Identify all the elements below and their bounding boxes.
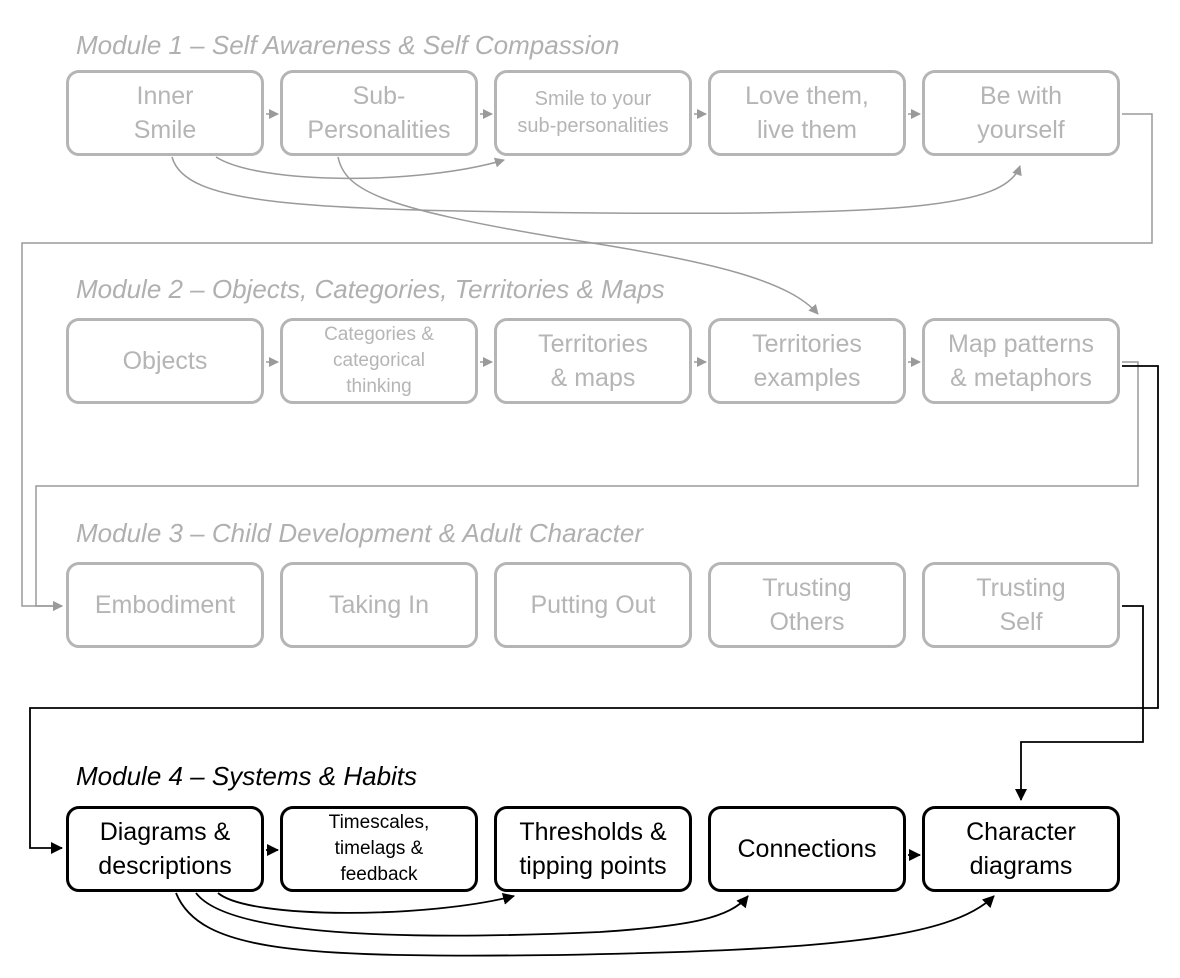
module-4-box-connections[interactable]: Connections — [708, 806, 906, 892]
box-label: Embodiment — [94, 591, 236, 619]
m1-arc-inner-smile-to-smile-sub — [215, 156, 505, 180]
module-2-box-objects[interactable]: Objects — [66, 318, 264, 404]
m1-to-m3-connector — [21, 113, 1153, 611]
box-label: Timescales,timelags &feedback — [328, 812, 430, 885]
module-3-box-putting-out[interactable]: Putting Out — [494, 562, 692, 648]
box-label: Sub-Personalities — [307, 82, 451, 144]
box-label: Diagrams &descriptions — [98, 818, 232, 880]
m4-arc-diagrams-to-thresholds — [217, 892, 515, 914]
box-label: Thresholds &tipping points — [519, 818, 667, 880]
m1-arc-sub-pers-to-territories-examples — [337, 156, 819, 315]
module-4-box-timescales[interactable]: Timescales,timelags &feedback — [280, 806, 478, 892]
box-label: Territories& maps — [538, 330, 648, 392]
module-3-box-taking-in[interactable]: Taking In — [280, 562, 478, 648]
m2-to-m4-connector — [29, 365, 1159, 854]
module-4-title: Module 4 – Systems & Habits — [76, 761, 418, 791]
m4-arc-diagrams-to-connections — [195, 892, 749, 937]
box-label: Objects — [122, 347, 208, 375]
module-2-box-map-patterns[interactable]: Map patterns& metaphors — [922, 318, 1120, 404]
module-1-title: Module 1 – Self Awareness & Self Compass… — [76, 30, 620, 60]
m2-to-m3-connector — [35, 361, 1139, 611]
module-1-box-love-them[interactable]: Love them,live them — [708, 70, 906, 156]
box-label: Connections — [737, 835, 877, 863]
box-label: Taking In — [328, 591, 430, 619]
module-3-title: Module 3 – Child Development & Adult Cha… — [76, 518, 643, 548]
m1-arc-inner-smile-to-be-with — [171, 156, 1022, 215]
m4-arc-diagrams-to-character — [175, 892, 995, 957]
module-2-title: Module 2 – Objects, Categories, Territor… — [76, 274, 665, 304]
module-1-box-sub-personalities[interactable]: Sub-Personalities — [280, 70, 478, 156]
module-4-box-thresholds[interactable]: Thresholds &tipping points — [494, 806, 692, 892]
module-2-box-territories-maps[interactable]: Territories& maps — [494, 318, 692, 404]
box-label: Map patterns& metaphors — [948, 330, 1094, 392]
box-label: Love them,live them — [745, 82, 869, 144]
box-label: Putting Out — [530, 591, 656, 619]
m3-to-m4-connector — [1015, 605, 1144, 801]
module-3-box-embodiment[interactable]: Embodiment — [66, 562, 264, 648]
module-4-box-diagrams-descriptions[interactable]: Diagrams &descriptions — [66, 806, 264, 892]
